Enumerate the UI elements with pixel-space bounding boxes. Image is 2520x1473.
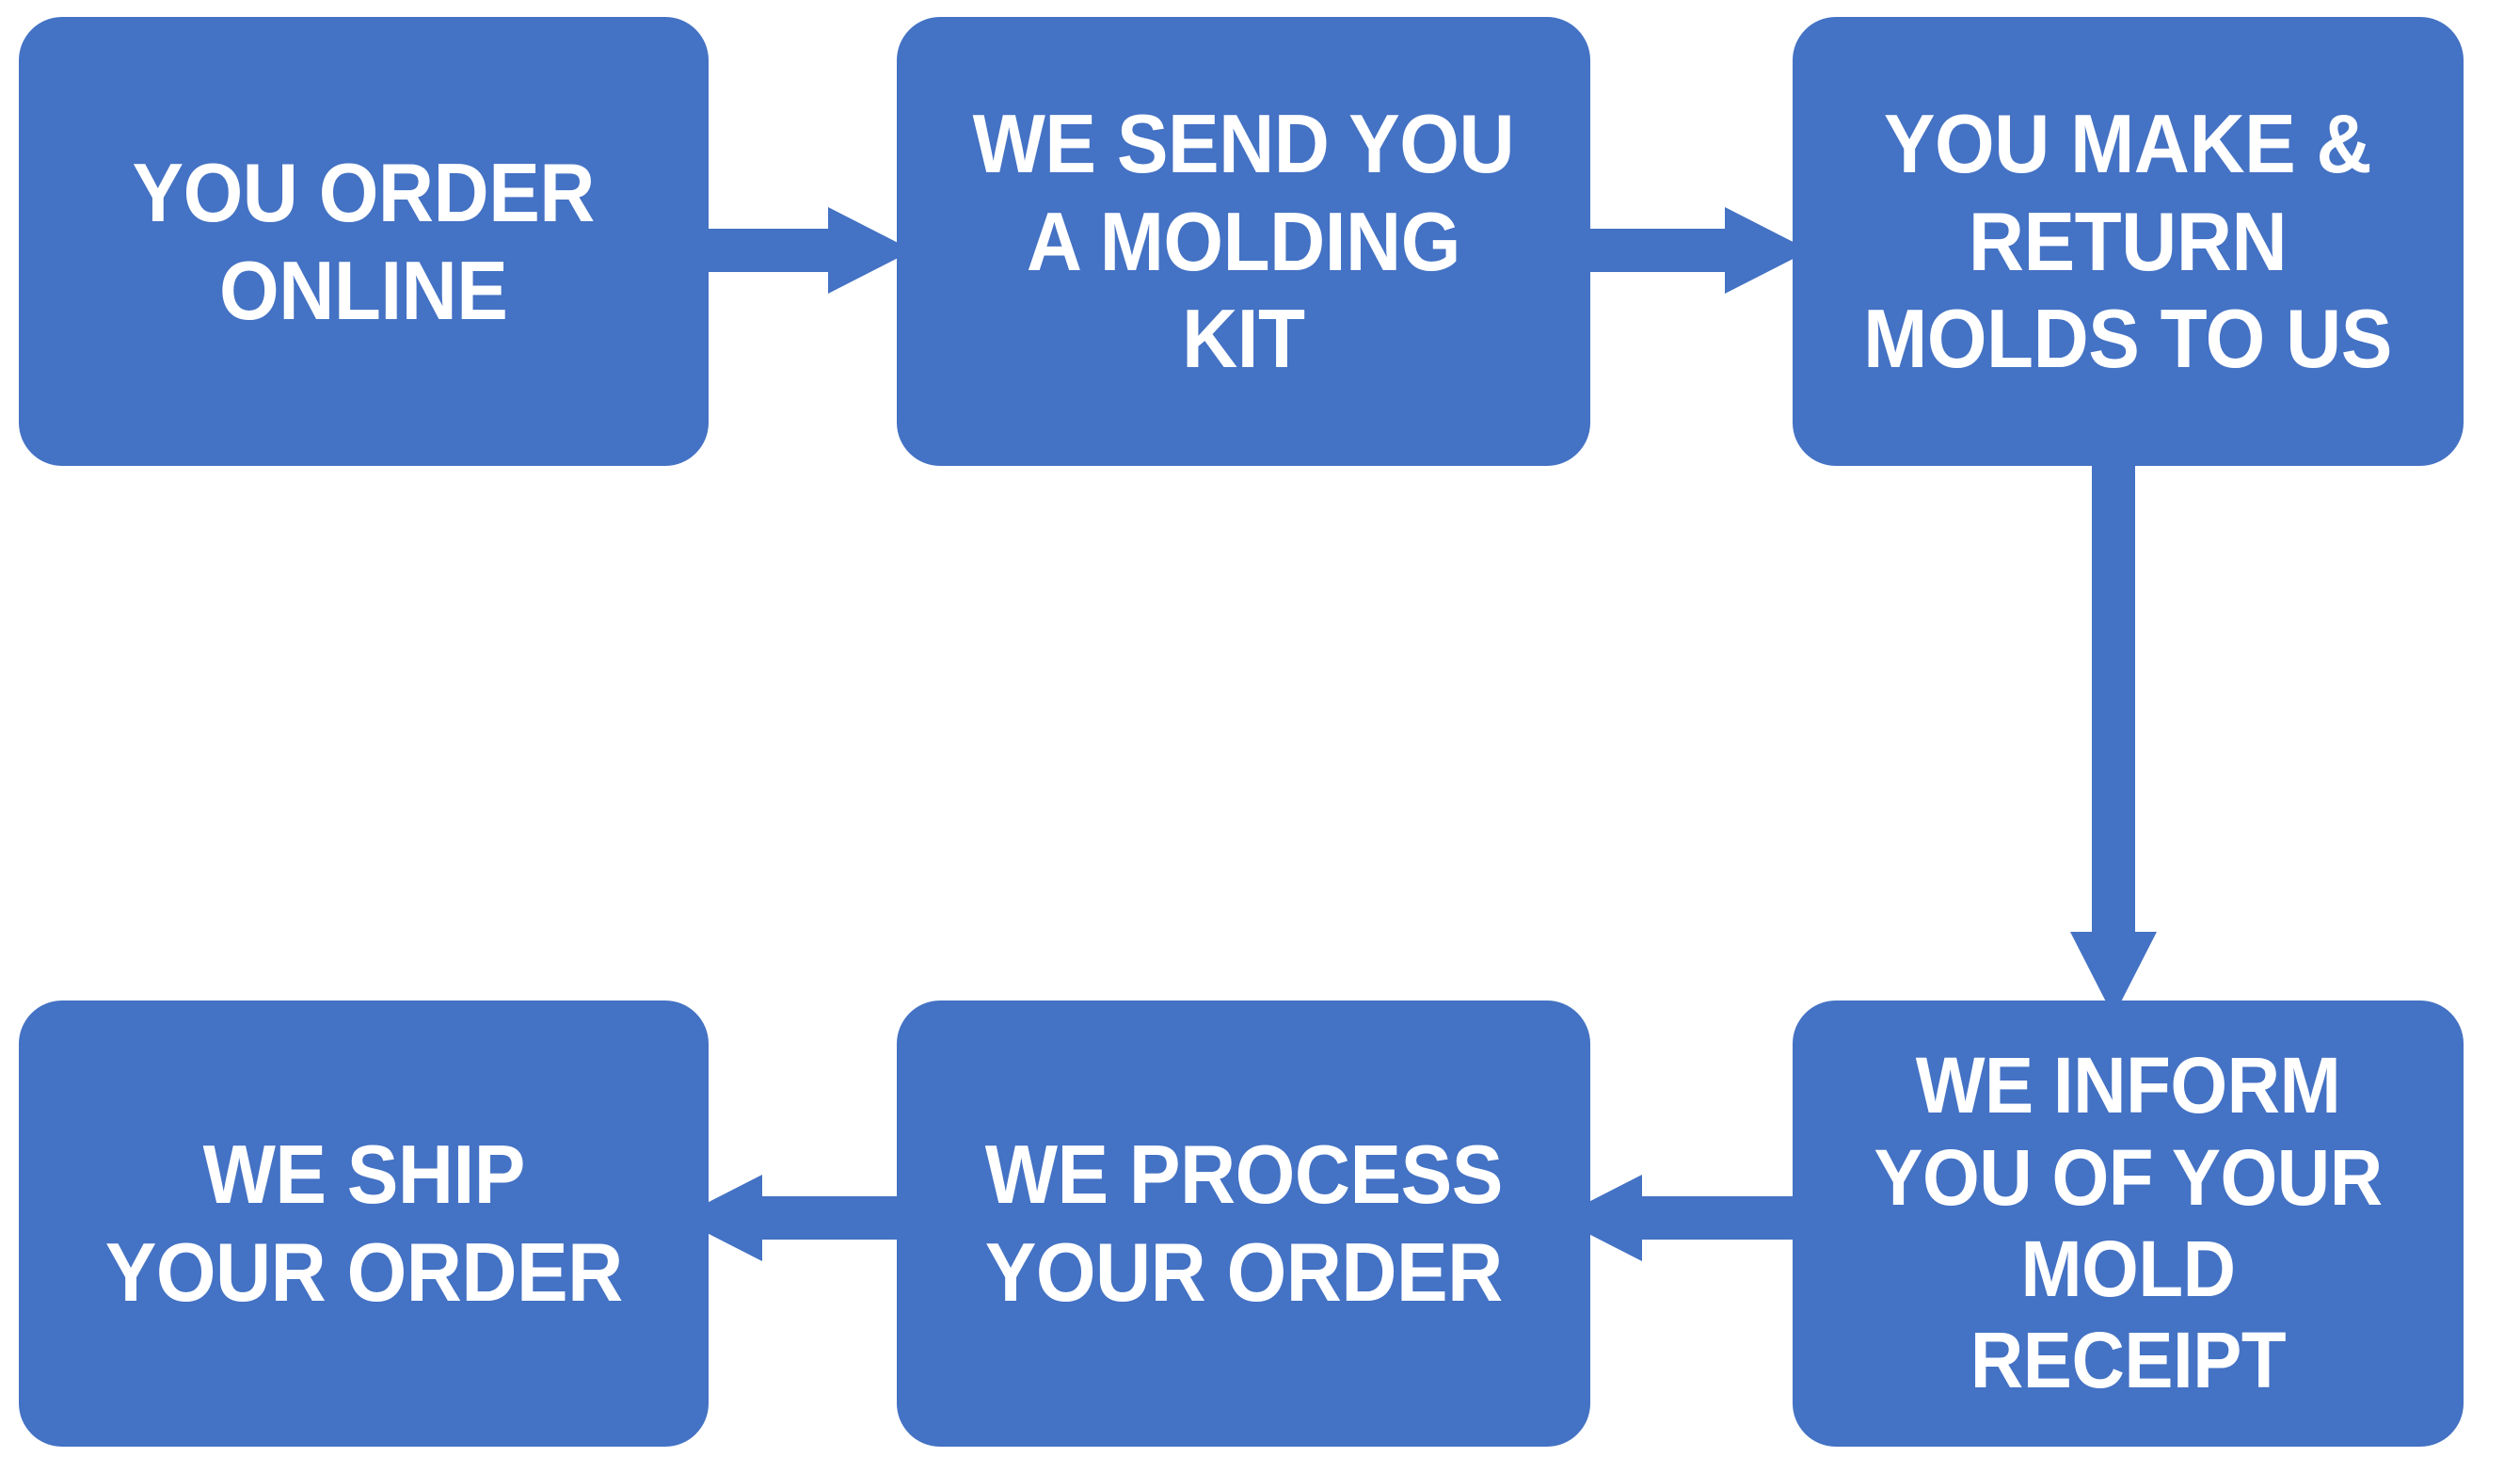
flow-node-ship-order[interactable]: WE SHIP YOUR ORDER	[19, 1001, 709, 1447]
arrow-left-icon	[678, 1175, 913, 1261]
arrow-down-icon	[2070, 442, 2157, 1017]
flow-node-make-return[interactable]: YOU MAKE & RETURN MOLDS TO US	[1793, 17, 2464, 466]
flow-node-label: YOU MAKE & RETURN MOLDS TO US	[1863, 96, 2393, 386]
flow-node-label: WE INFORM YOU OF YOUR MOLD RECEIPT	[1874, 1041, 2383, 1405]
flow-node-label: WE SHIP YOUR ORDER	[104, 1128, 623, 1319]
arrow-down-icon-molds-to-inform	[2070, 442, 2157, 1017]
arrow-left-icon	[1557, 1175, 1810, 1261]
flow-node-inform-receipt[interactable]: WE INFORM YOU OF YOUR MOLD RECEIPT	[1793, 1001, 2464, 1447]
flow-node-process-order[interactable]: WE PROCESS YOUR ORDER	[897, 1001, 1590, 1447]
arrow-left-icon-process-to-ship	[678, 1175, 913, 1261]
arrow-right-icon	[1557, 207, 1810, 294]
arrow-right-icon	[678, 207, 913, 294]
flow-node-order-online[interactable]: YOU ORDER ONLINE	[19, 17, 709, 466]
flow-node-send-kit[interactable]: WE SEND YOU A MOLDING KIT	[897, 17, 1590, 466]
arrow-right-icon-kit-to-molds	[1557, 207, 1810, 294]
arrow-left-icon-inform-to-process	[1557, 1175, 1810, 1261]
flow-node-label: WE SEND YOU A MOLDING KIT	[972, 96, 1515, 386]
arrow-right-icon-order-to-kit	[678, 207, 913, 294]
flow-node-label: WE PROCESS YOUR ORDER	[984, 1128, 1503, 1319]
flow-node-label: YOU ORDER ONLINE	[132, 145, 596, 337]
